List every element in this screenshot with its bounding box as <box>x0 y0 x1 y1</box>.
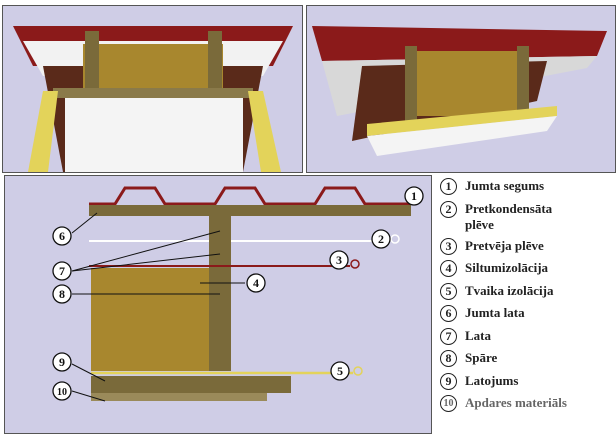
callout-number: 1 <box>411 189 417 203</box>
callout-number: 3 <box>336 253 342 267</box>
side-view-illustration <box>312 26 607 156</box>
film-roll-end <box>390 234 400 244</box>
legend-item: 3 Pretvēja plēve <box>434 237 616 261</box>
callout-number: 4 <box>253 276 259 290</box>
legend-label: Latojums <box>465 372 519 388</box>
callout-number: 10 <box>57 387 67 398</box>
legend-label: Pretkondensāta plēve <box>465 200 553 232</box>
number-badge: 5 <box>440 282 457 300</box>
number-badge: 9 <box>440 372 457 390</box>
legend-label: Tvaika izolācija <box>465 282 554 298</box>
callout-lines <box>71 212 245 402</box>
number-badge: 4 <box>440 260 457 277</box>
legend-item: 8 Spāre <box>434 350 616 373</box>
callout-circles <box>52 186 424 401</box>
roof-covering <box>89 186 410 206</box>
legend-label: Lata <box>465 327 491 343</box>
callout-number: 9 <box>59 355 65 369</box>
legend-label: Siltumizolācija <box>465 260 549 275</box>
film-roll-end <box>353 366 363 376</box>
roof-batten <box>89 205 411 216</box>
callout-number: 7 <box>59 264 65 278</box>
legend-item: 5 Tvaika izolācija <box>434 282 616 306</box>
cross-section-diagram: 1 2 3 4 5 6 7 8 9 10 <box>4 175 432 434</box>
number-badge: 8 <box>440 350 457 367</box>
perspective-view-side <box>306 5 616 173</box>
lathing <box>91 376 291 393</box>
number-badge: 1 <box>440 178 457 195</box>
insulation <box>91 268 209 371</box>
number-badge: 2 <box>440 200 457 218</box>
number-badge: 10 <box>440 395 457 412</box>
legend-item: 6 Jumta lata <box>434 305 616 328</box>
cross-section-illustration: 1 2 3 4 5 6 7 8 9 10 <box>52 186 424 402</box>
legend-label: Pretvēja plēve <box>465 237 544 253</box>
front-view-illustration <box>13 26 293 172</box>
legend-label: Apdares materiāls <box>465 395 567 410</box>
legend-item: 4 Siltumizolācija <box>434 260 616 283</box>
legend-item: 2 Pretkondensāta plēve <box>434 200 616 238</box>
film-roll-end <box>350 259 360 269</box>
number-badge: 7 <box>440 327 457 345</box>
legend-item: 9 Latojums <box>434 372 616 396</box>
legend-item: 10 Apdares materiāls <box>434 395 616 418</box>
callout-number: 6 <box>59 229 65 243</box>
legend-label: Jumta segums <box>465 178 545 193</box>
number-badge: 3 <box>440 237 457 255</box>
callout-number: 5 <box>337 364 343 378</box>
legend: 1 Jumta segums 2 Pretkondensāta plēve 3 Pre… <box>434 178 616 436</box>
number-badge: 6 <box>440 305 457 322</box>
finish-material <box>91 393 267 401</box>
perspective-view-front <box>2 5 303 173</box>
legend-item: 1 Jumta segums <box>434 178 616 201</box>
legend-label: Spāre <box>465 350 498 365</box>
callout-number: 8 <box>59 287 65 301</box>
legend-item: 7 Lata <box>434 327 616 351</box>
callout-number: 2 <box>378 232 384 246</box>
legend-label: Jumta lata <box>465 305 525 320</box>
